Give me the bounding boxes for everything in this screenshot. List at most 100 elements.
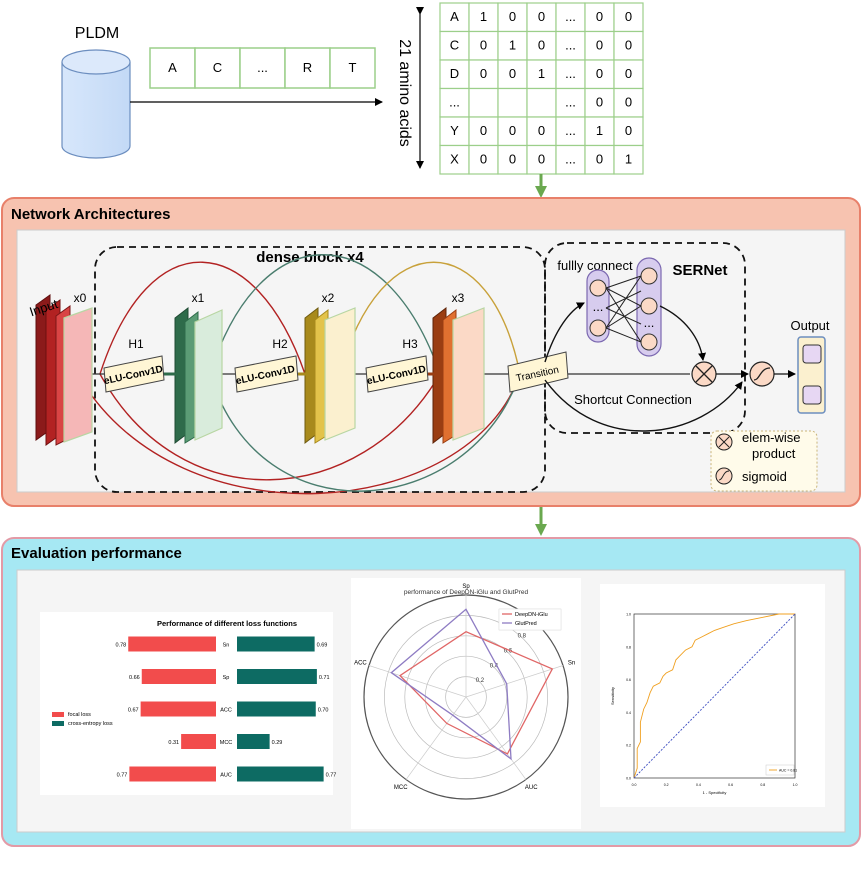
bar-category-label: AUC (220, 773, 232, 779)
table-cell (497, 30, 528, 61)
table-cell-text: 0 (538, 9, 545, 24)
table-cell-text: 1 (625, 152, 632, 167)
sequence-cell (194, 47, 241, 89)
roc-legend-box (765, 764, 795, 776)
rotated-amino-label: 21 amino acids (396, 39, 413, 147)
table-cell-text: ... (565, 38, 576, 53)
legend-elem-line2: product (752, 446, 796, 461)
symbol-legend: elem-wise product sigmoid (710, 430, 818, 492)
sequence-cell-text: T (349, 60, 357, 75)
sequence-cell-text: R (303, 60, 312, 75)
radar-axis-label: MCC (394, 785, 408, 791)
sequence-cell-text: ... (257, 60, 268, 75)
table-cell-text: 0 (625, 66, 632, 81)
table-cell-text: 0 (625, 123, 632, 138)
bar-category-label: Sp (223, 675, 230, 681)
table-cell-text: 0 (625, 95, 632, 110)
bar-cross-entropy (237, 734, 270, 749)
table-cell-text: 0 (596, 9, 603, 24)
table-cell (439, 116, 470, 147)
input-layer-stack (35, 294, 93, 446)
network-architectures-panel: Network Architectures dense block x4 Inp… (1, 197, 861, 507)
radar-axis-label: AUC (525, 785, 538, 791)
table-cell (584, 116, 615, 147)
table-cell (439, 144, 470, 175)
table-cell (526, 144, 557, 175)
radar-axis-label: Sn (568, 661, 575, 667)
radar-series-polygon (390, 608, 512, 761)
skip-red-bottom-1 (99, 373, 441, 481)
roc-ytick: 0.2 (626, 744, 631, 748)
x3-layer-stack (432, 306, 485, 445)
sequence-cell-text: A (168, 60, 177, 75)
bar-focal (128, 636, 216, 652)
roc-ytick: 0.4 (626, 711, 631, 715)
bar-cross-entropy (237, 701, 316, 717)
table-cell-text: D (450, 66, 459, 81)
svg-text:...: ... (644, 315, 655, 330)
network-title: Network Architectures (11, 206, 171, 223)
output-layer (797, 336, 826, 414)
table-cell (497, 116, 528, 147)
table-cell-text: ... (565, 95, 576, 110)
bar-cross-entropy (237, 636, 315, 652)
table-cell-text: ... (565, 152, 576, 167)
roc-xtick: 0.2 (664, 783, 669, 787)
table-cell-text: 0 (538, 123, 545, 138)
sernet-outline (544, 242, 746, 434)
table-cell (439, 59, 470, 90)
conv-block-3: eLU-Conv1D (365, 355, 429, 393)
shortcut-label: Shortcut Connection (574, 392, 692, 407)
bar-value-label: 0.29 (272, 740, 283, 746)
table-cell-text: 0 (509, 66, 516, 81)
table-cell-text: 0 (625, 38, 632, 53)
radar-title: performance of DeepDN-iGlu and GlutPred (404, 589, 529, 596)
bar-cross-entropy (237, 766, 324, 782)
fully-connect-label: fullly connect (557, 258, 633, 273)
table-cell (555, 59, 586, 90)
table-cell (468, 144, 499, 175)
h1-label: H1 (128, 337, 144, 351)
table-cell-text: 0 (625, 9, 632, 24)
roc-ylabel: Sensitivity (610, 687, 615, 705)
radar-legend-label: DeepDN-iGlu (515, 612, 548, 618)
skip-connections (79, 254, 521, 495)
table-cell-text: ... (565, 66, 576, 81)
x0-label: x0 (74, 291, 87, 305)
table-cell-text: 0 (538, 152, 545, 167)
table-cell (613, 59, 644, 90)
radar-legend-label: GlutPred (515, 621, 537, 627)
x1-layer-stack (174, 306, 223, 445)
bar-chart-title: Performance of different loss functions (157, 619, 297, 628)
bar-value-label: 0.66 (129, 675, 140, 681)
x3-label: x3 (452, 291, 465, 305)
sequence-cell (149, 47, 196, 89)
h3-label: H3 (402, 337, 418, 351)
roc-ytick: 0.0 (626, 777, 631, 781)
radar-series-polygon (398, 630, 554, 755)
elem-wise-product-icon (691, 361, 717, 387)
roc-xtick: 0.0 (632, 783, 637, 787)
table-cell (613, 87, 644, 118)
database-icon (61, 49, 131, 159)
table-cell-text: ... (565, 123, 576, 138)
bar-legend-swatch (52, 721, 64, 726)
table-cell (497, 59, 528, 90)
bar-value-label: 0.78 (116, 643, 127, 649)
shortcut-arrow (544, 379, 743, 432)
table-cell (497, 87, 528, 118)
table-cell (497, 144, 528, 175)
skip-red-top (99, 261, 306, 375)
table-cell (555, 116, 586, 147)
table-cell (613, 144, 644, 175)
x1-label: x1 (192, 291, 205, 305)
bar-legend-label: focal loss (68, 712, 91, 718)
table-cell (526, 59, 557, 90)
table-cell (468, 87, 499, 118)
x2-layer-stack (304, 306, 356, 445)
bar-focal (181, 734, 216, 749)
table-cell-text: 0 (509, 123, 516, 138)
table-cell-text: 0 (596, 152, 603, 167)
